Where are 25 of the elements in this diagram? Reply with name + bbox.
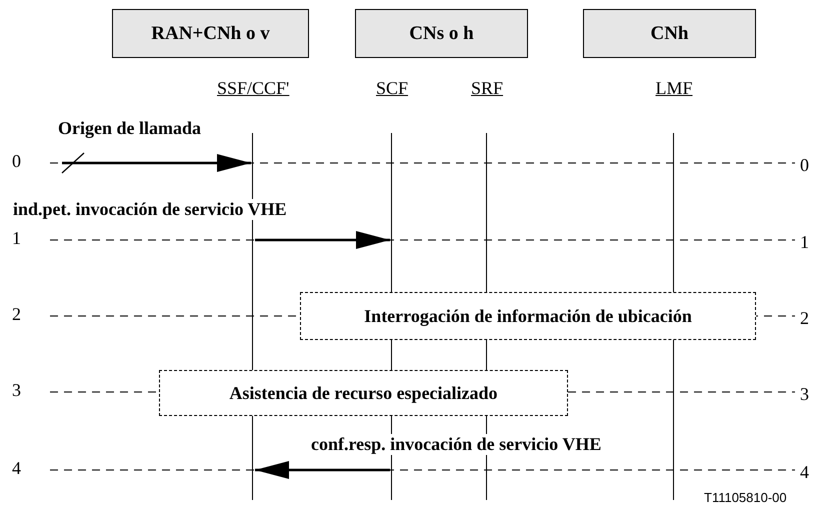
domain-box: CNs o h [355, 9, 528, 58]
row-number: 1 [800, 232, 809, 253]
domain-box: CNh [583, 9, 756, 58]
message-arrow [255, 461, 390, 479]
domain-box: RAN+CNh o v [112, 9, 309, 58]
action-box: Asistencia de recurso especializado [159, 370, 568, 416]
message-label: ind.pet. invocación de servicio VHE [12, 199, 288, 220]
message-arrow [255, 231, 390, 249]
row-number: 2 [800, 308, 809, 329]
row-number: 1 [12, 228, 21, 249]
row-number: 0 [800, 155, 809, 176]
action-box: Interrogación de información de ubicación [300, 292, 756, 340]
message-arrow [62, 152, 251, 174]
entity-label: SRF [471, 78, 504, 99]
row-number: 2 [12, 304, 21, 325]
entity-label: SCF [376, 78, 408, 99]
entity-label: LMF [656, 78, 693, 99]
message-label: conf.resp. invocación de servicio VHE [310, 434, 602, 455]
row-number: 4 [12, 458, 21, 479]
row-number: 3 [12, 380, 21, 401]
row-number: 0 [12, 151, 21, 172]
row-number: 4 [800, 462, 809, 483]
entity-label: SSF/CCF' [217, 78, 290, 99]
figure-code: T11105810-00 [704, 490, 787, 505]
row-number: 3 [800, 384, 809, 405]
